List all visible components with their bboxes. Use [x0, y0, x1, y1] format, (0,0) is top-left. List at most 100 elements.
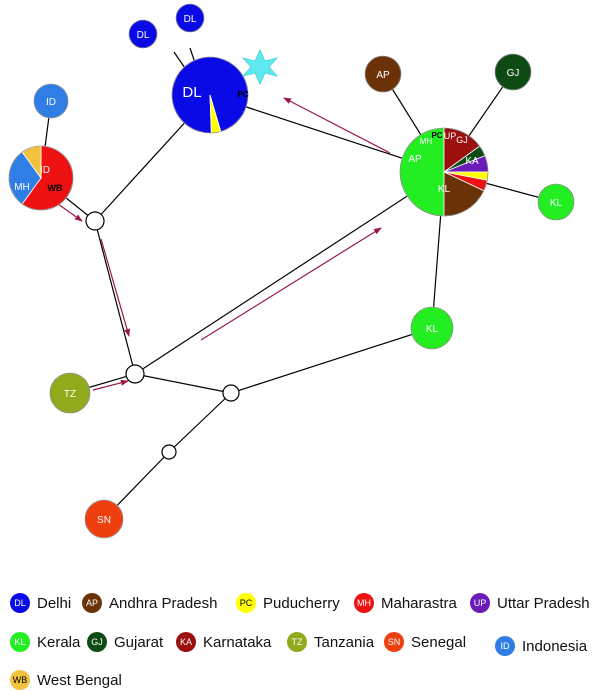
node-label-kl: KL	[438, 184, 451, 195]
legend-marker-mh: MH	[354, 593, 374, 613]
edge-median-3-to-median-4	[168, 392, 232, 453]
node-label-up: UP	[444, 131, 457, 141]
node-label-dl: DL	[184, 14, 197, 25]
legend-label: Delhi	[37, 594, 72, 612]
node-label-dl: DL	[182, 84, 201, 101]
node-label-sn: SN	[97, 515, 111, 526]
edge-median-2-to-kl	[134, 171, 445, 375]
node-label-mh: MH	[14, 182, 30, 193]
haplotype-node-dl-small-1: DL	[175, 3, 205, 33]
median-vectors	[85, 211, 240, 460]
legend-marker-pc: PC	[236, 593, 256, 613]
legend-label: Karnataka	[203, 633, 272, 651]
legend-marker-gj: GJ	[87, 632, 107, 652]
legend-item-pc: PC Puducherry	[236, 593, 340, 613]
node-outline	[33, 83, 69, 119]
network-edges	[40, 47, 557, 520]
node-label-dl: DL	[137, 30, 150, 41]
node-outline	[175, 3, 205, 33]
legend-marker-ap: AP	[82, 593, 102, 613]
legend-item-tz: TZ Tanzania	[287, 632, 374, 652]
legend-item-ka: KA Karnataka	[176, 632, 271, 652]
median-vector-node	[222, 384, 240, 402]
haplotype-node-kl-mid: KL	[410, 306, 454, 350]
legend-label: West Bengal	[37, 671, 122, 689]
median-vector-node	[161, 444, 177, 460]
node-label-id: ID	[40, 165, 50, 176]
legend-label: Maharastra	[381, 594, 457, 612]
legend-marker-id: ID	[495, 636, 515, 656]
node-label-pc: PC	[431, 131, 442, 140]
node-outline	[399, 127, 489, 217]
legend-item-ap: AP Andhra Pradesh	[82, 593, 217, 613]
haplotype-node-dl-small-2: DL	[128, 19, 158, 49]
legend-item-sn: SN Senegal	[384, 632, 466, 652]
haplotype-node-gj-single: GJ	[494, 53, 532, 91]
legend-item-kl: KL Kerala	[10, 632, 80, 652]
star-icon	[241, 49, 279, 85]
legend-item-wb: WB West Bengal	[10, 670, 122, 690]
node-outline	[494, 53, 532, 91]
legend-item-gj: GJ Gujarat	[87, 632, 163, 652]
node-label-wb: WB	[48, 183, 63, 193]
legend-label: Senegal	[411, 633, 467, 651]
migration-arrow	[100, 238, 130, 337]
legend-marker-dl: DL	[10, 593, 30, 613]
node-label-mh: MH	[420, 137, 433, 146]
node-label-gj: GJ	[456, 135, 468, 145]
node-label-kl: KL	[426, 324, 439, 335]
legend-label: Uttar Pradesh	[497, 594, 590, 612]
haplotype-node-tz-single: TZ	[49, 372, 91, 414]
legend-marker-wb: WB	[10, 670, 30, 690]
migration-arrow	[57, 203, 83, 222]
node-label-ka: KA	[465, 156, 479, 167]
legend-marker-up: UP	[470, 593, 490, 613]
migration-arrows	[57, 97, 391, 391]
node-label-kl: KL	[550, 198, 563, 209]
haplotype-node-ap-single: AP	[364, 55, 402, 93]
node-label-tz: TZ	[64, 389, 76, 400]
edge-median-1-to-median-2	[94, 220, 136, 375]
node-label-ap: AP	[376, 70, 390, 81]
legend-item-up: UP Uttar Pradesh	[470, 593, 590, 613]
node-outline	[410, 306, 454, 350]
legend-marker-kl: KL	[10, 632, 30, 652]
edge-median-3-to-kl-mid	[230, 327, 433, 394]
haplotype-node-id-top: ID	[33, 83, 69, 119]
legend-marker-ka: KA	[176, 632, 196, 652]
node-label-pc: PC	[237, 90, 248, 99]
legend-marker-sn: SN	[384, 632, 404, 652]
haplotype-node-kl-right: KL	[537, 183, 575, 221]
node-outline	[364, 55, 402, 93]
legend-label: Puducherry	[263, 594, 340, 612]
median-vector-node	[85, 211, 105, 231]
node-label-gj: GJ	[507, 68, 520, 79]
median-vector-node	[125, 364, 145, 384]
migration-arrow	[92, 379, 129, 391]
legend-label: Tanzania	[314, 633, 375, 651]
node-label-ap: AP	[408, 154, 422, 165]
node-outline	[49, 372, 91, 414]
edge-median-2-to-median-3	[134, 373, 232, 394]
legend-label: Kerala	[37, 633, 81, 651]
node-outline	[8, 145, 74, 211]
legend-item-id: ID Indonesia	[495, 636, 587, 656]
legend-label: Indonesia	[522, 637, 588, 655]
legend-label: Andhra Pradesh	[109, 594, 218, 612]
legend-marker-tz: TZ	[287, 632, 307, 652]
node-outline	[171, 56, 249, 134]
migration-arrow	[200, 227, 382, 341]
haplotype-node-dl-big: DL PC	[171, 56, 249, 134]
haplotype-node-sn-single: SN	[84, 499, 124, 539]
node-label-id: ID	[46, 97, 56, 108]
node-outline	[537, 183, 575, 221]
haplotype-node-mh-mixed: MH ID WB	[8, 145, 74, 211]
legend-item-mh: MH Maharastra	[354, 593, 457, 613]
migration-arrow	[283, 97, 391, 154]
legend-label: Gujarat	[114, 633, 164, 651]
node-outline	[128, 19, 158, 49]
node-outline	[84, 499, 124, 539]
